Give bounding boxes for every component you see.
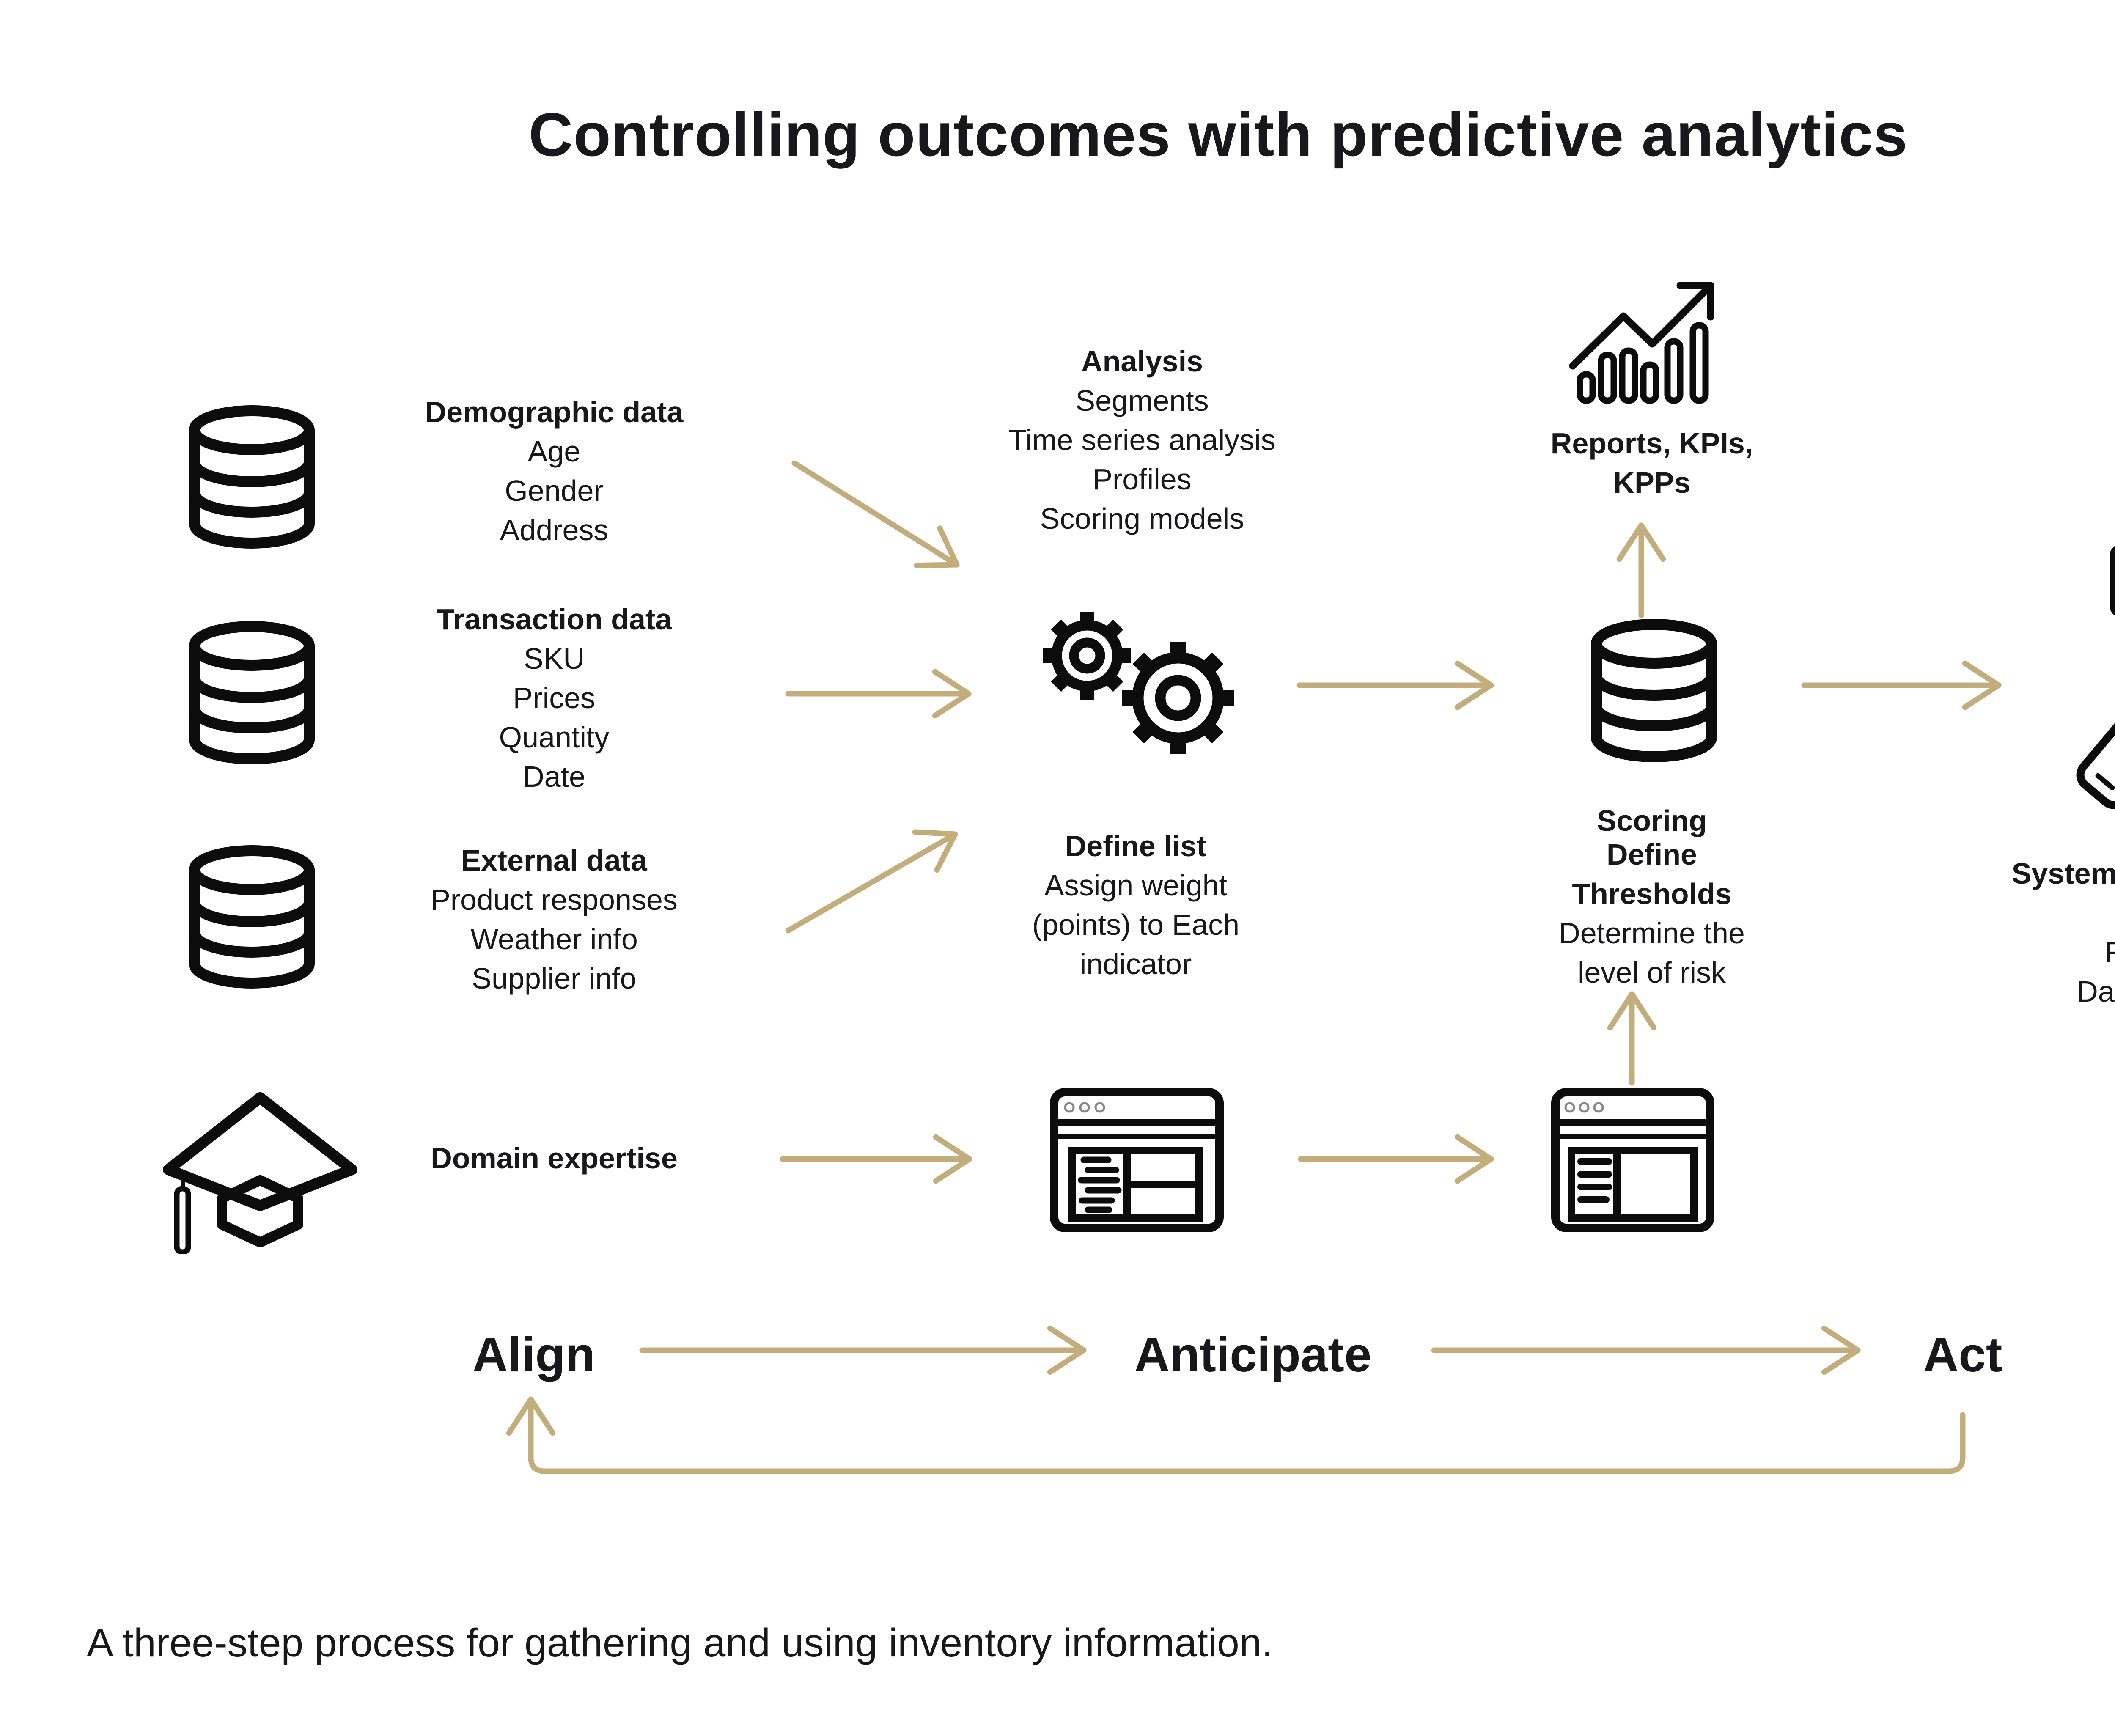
envelope-icon: [2110, 546, 2115, 616]
database-icon: [1591, 619, 1717, 762]
scoring-label: Scoring: [1596, 804, 1707, 837]
define-list-block: Define list Assign weight (points) to Ea…: [1032, 830, 1240, 981]
step-align: Align: [472, 1327, 595, 1382]
growth-chart-icon: [1569, 282, 1714, 404]
analysis-block: Analysis Segments Time series analysis P…: [1008, 345, 1276, 535]
reports-kpis-label: Reports, KPIs, KPPs: [1550, 427, 1753, 499]
notifications-block: System notifications Email Reports Dashb…: [2011, 857, 2115, 1008]
step-act: Act: [1923, 1327, 2002, 1382]
step-anticipate: Anticipate: [1134, 1327, 1372, 1382]
gears-icon: [1043, 612, 1234, 754]
source-label-demographic: Demographic data Age Gender Address: [425, 396, 684, 547]
mobile-alert-icon: [2076, 715, 2115, 809]
source-label-domain-expertise: Domain expertise: [431, 1142, 678, 1175]
figure-caption: A three-step process for gathering and u…: [87, 1621, 1273, 1665]
graduation-cap-icon: [163, 1092, 357, 1254]
source-label-external: External data Product responses Weather …: [431, 844, 678, 995]
thresholds-block: Define Thresholds Determine the level of…: [1559, 838, 1745, 989]
database-icon: [189, 621, 315, 764]
source-label-transaction: Transaction data SKU Prices Quantity Dat…: [436, 603, 672, 793]
database-icon: [189, 405, 315, 549]
database-icon: [189, 845, 315, 989]
window-list-icon: [1050, 1088, 1224, 1232]
page-title: Controlling outcomes with predictive ana…: [528, 100, 1908, 169]
window-panel-icon: [1551, 1088, 1714, 1232]
